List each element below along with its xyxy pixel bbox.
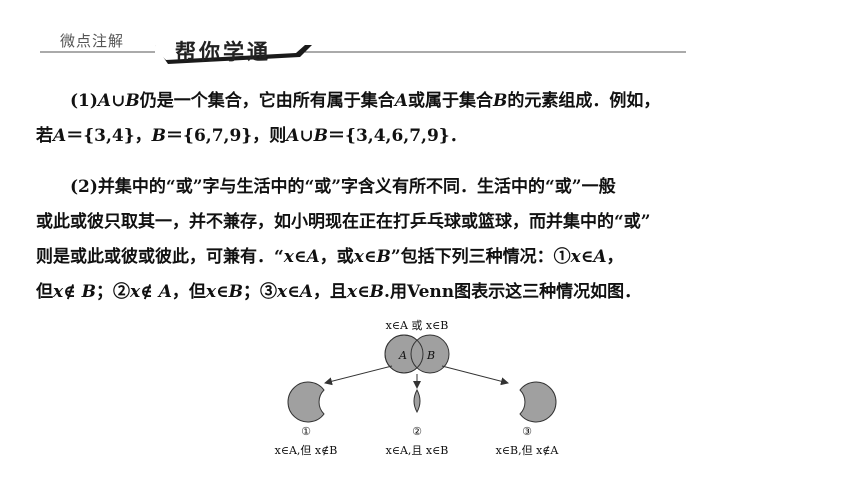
math-variable: A (306, 247, 320, 267)
para1-line1: (1)A∪B仍是一个集合，它由所有属于集合A或属于集合B的元素组成．例如， (36, 84, 836, 119)
text-run: ”包括下列三种情况：① (390, 247, 571, 267)
math-variable: A (394, 91, 408, 111)
math-variable: A (286, 126, 300, 146)
math-variable: B (125, 91, 140, 111)
para1-line2: 若A＝{3,4}，B＝{6,7,9}，则A∪B＝{3,4,6,7,9}． (36, 119, 836, 154)
math-variable: x (283, 247, 294, 267)
text-run: ， (606, 247, 624, 267)
text-run: ；③ (243, 282, 277, 302)
text-run: ∈ (580, 247, 594, 267)
text-run: (2)并集中的“或”字与生活中的“或”字含义有所不同．生活中的“或”一般 (70, 177, 616, 197)
text-run: ∈ (363, 247, 377, 267)
math-variable: x (346, 282, 358, 302)
header-decoration (40, 45, 686, 64)
text-run: 若 (36, 126, 53, 146)
math-variable: x (205, 282, 217, 302)
text-run: ，且 (312, 282, 347, 302)
shape-a-only (287, 381, 325, 423)
text-run: ＝{3,4,6,7,9}． (328, 126, 467, 146)
case-1-caption: x∈A,但 x∉B (275, 444, 338, 457)
shape-intersection (413, 388, 421, 414)
paragraph-2: (2)并集中的“或”字与生活中的“或”字含义有所不同．生活中的“或”一般 或此或… (36, 170, 836, 310)
text-run: ＝{6,7,9}，则 (166, 126, 287, 146)
para2-line4: 但x∉ B；②x∉ A，但x∈B；③x∈A，且x∈B.用Venn图表示这三种情况… (36, 275, 836, 310)
section-header: 微点注解 帮你学通 (0, 0, 860, 70)
text-run: ，或 (319, 247, 354, 267)
arrow-left (324, 365, 393, 386)
text-run: 仍是一个集合，它由所有属于集合 (139, 91, 395, 111)
case-2-number: ② (412, 425, 422, 438)
para2-line3: 则是或此或彼或彼此，可兼有．“x∈A，或x∈B”包括下列三种情况：①x∈A， (36, 240, 836, 275)
math-variable: A (158, 282, 172, 302)
math-variable: B (369, 282, 385, 302)
text-run: ∈ (287, 282, 300, 302)
text-run: ＝{3,4}， (66, 126, 152, 146)
text-run: 或属于集合 (407, 91, 493, 111)
text-run: ；② (96, 282, 131, 302)
math-variable: B (376, 247, 391, 267)
case-1-number: ① (301, 425, 311, 438)
text-run: ，但 (171, 282, 206, 302)
math-variable: A (97, 91, 112, 111)
text-run: ∪ (111, 91, 126, 111)
text-run: (1) (70, 91, 98, 111)
math-variable: B (228, 282, 243, 302)
text-run: ∈ (216, 282, 229, 302)
text-run: 但 (36, 282, 53, 302)
text-run: 的元素组成．例如， (507, 91, 661, 111)
arrow-right (441, 365, 509, 386)
para2-line2: 或此或彼只取其一，并不兼存，如小明现在正在打乒乓球或篮球，而并集中的“或” (36, 205, 836, 240)
math-variable: x (353, 247, 364, 267)
math-variable: x (130, 282, 141, 302)
header-small-title: 微点注解 (60, 32, 125, 50)
math-variable: B (492, 91, 508, 111)
label-b: B (426, 349, 435, 362)
venn-top-caption: x∈A 或 x∈B (386, 319, 449, 332)
para2-line1: (2)并集中的“或”字与生活中的“或”字含义有所不同．生活中的“或”一般 (36, 170, 836, 205)
header-big-title: 帮你学通 (175, 40, 271, 64)
math-variable: x (277, 282, 288, 302)
math-variable: B (151, 126, 167, 146)
math-variable: A (299, 282, 313, 302)
union-circles: A B (384, 334, 450, 374)
text-run: 或此或彼只取其一，并不兼存，如小明现在正在打乒乓球或篮球，而并集中的“或” (36, 212, 651, 232)
paragraph-1: (1)A∪B仍是一个集合，它由所有属于集合A或属于集合B的元素组成．例如， 若A… (36, 84, 836, 154)
text-run: ∪ (299, 126, 314, 146)
text-run: ∉ (140, 282, 159, 302)
math-variable: B (81, 282, 97, 302)
text-run: ∉ (63, 282, 82, 302)
text-run: .用Venn图表示这三种情况如图． (384, 282, 642, 302)
text-run: ∈ (357, 282, 370, 302)
math-variable: A (593, 247, 607, 267)
text-run: 则是或此或彼或彼此，可兼有．“ (36, 247, 284, 267)
case-3-number: ③ (522, 425, 532, 438)
math-variable: x (570, 247, 581, 267)
math-variable: B (313, 126, 329, 146)
case-3-caption: x∈B,但 x∉A (496, 444, 560, 457)
text-run: ∈ (293, 247, 307, 267)
case-2-caption: x∈A,且 x∈B (386, 444, 449, 457)
math-variable: x (53, 282, 64, 302)
math-variable: A (53, 126, 67, 146)
label-a: A (398, 349, 407, 362)
shape-b-only (519, 381, 557, 423)
